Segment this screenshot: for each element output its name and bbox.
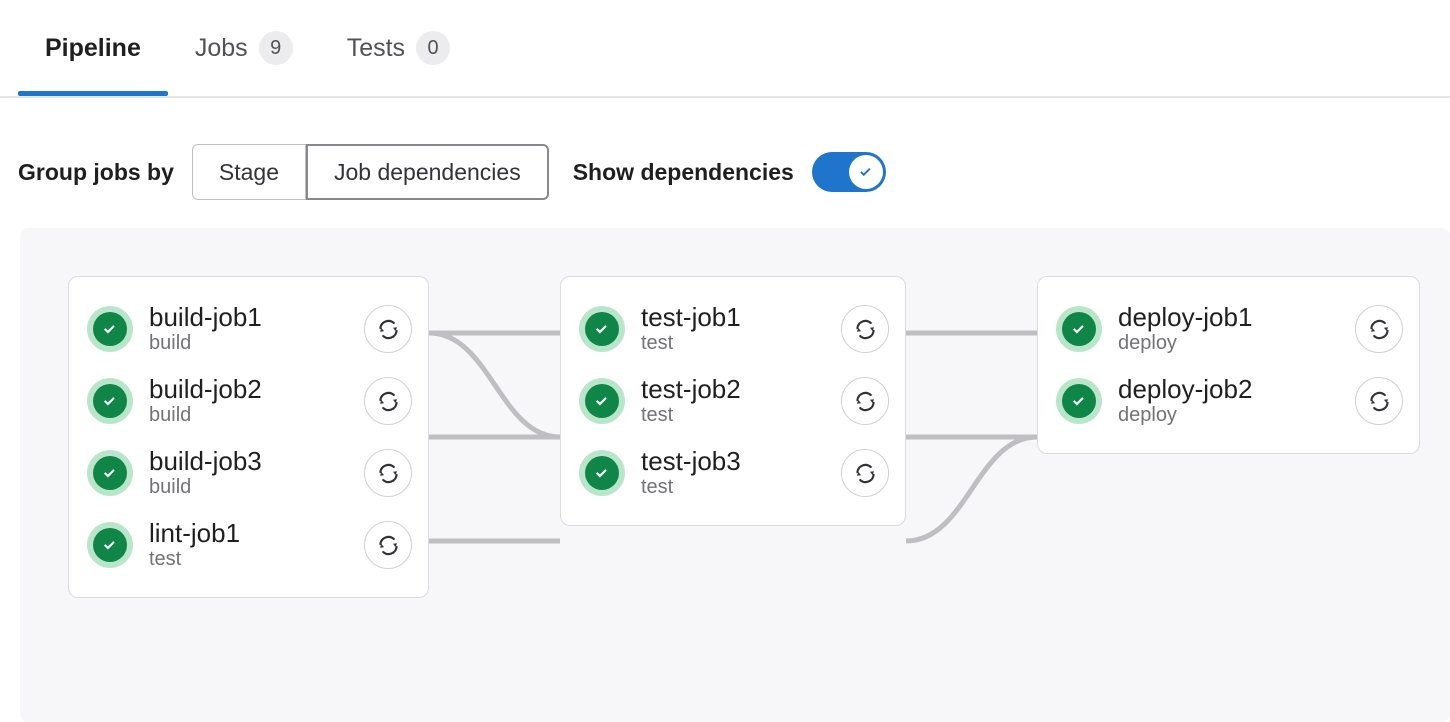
retry-icon-glyph [378,391,398,411]
job-text: test-job3 test [641,447,825,499]
job-text: deploy-job1 deploy [1118,303,1339,355]
check-icon [860,168,871,177]
job-name: lint-job1 [149,518,241,549]
toggle-knob [848,155,883,189]
group-by-job-dependencies-button[interactable]: Job dependencies [306,144,549,200]
job-name: build-job3 [149,446,262,477]
job-name: test-job3 [641,446,741,477]
retry-icon[interactable] [364,377,412,425]
column-build: build-job1 build [68,276,429,598]
job-text: lint-job1 test [149,519,348,571]
job-item[interactable]: lint-job1 test [69,509,428,581]
retry-icon-glyph [1369,391,1389,411]
job-group-card: build-job1 build [68,276,429,598]
job-name: test-job1 [641,302,741,333]
job-item[interactable]: deploy-job2 deploy [1038,365,1419,437]
group-jobs-by-label: Group jobs by [18,158,174,185]
job-item[interactable]: test-job2 test [561,365,905,437]
job-item[interactable]: build-job3 build [69,437,428,509]
tab-list: Pipeline Jobs 9 Tests 0 [18,0,477,96]
show-dependencies-group: Show dependencies [573,152,886,192]
retry-icon[interactable] [841,449,889,497]
status-success-icon [579,378,625,424]
tab-tests[interactable]: Tests 0 [320,0,477,96]
job-text: build-job1 build [149,303,348,355]
retry-icon-glyph [855,391,875,411]
job-text: test-job2 test [641,375,825,427]
edge-build-job1-to-test-job2 [428,330,561,440]
column-deploy: deploy-job1 deploy [1037,276,1420,454]
job-item[interactable]: test-job3 test [561,437,905,509]
job-stage: build [149,404,192,427]
status-success-icon [87,306,133,352]
tab-pipeline[interactable]: Pipeline [18,0,168,96]
job-group-card: test-job1 test [560,276,906,526]
job-item[interactable]: deploy-job1 deploy [1038,293,1419,365]
retry-icon-glyph [855,463,875,483]
job-name: build-job1 [149,302,262,333]
group-by-stage-button[interactable]: Stage [191,144,306,200]
show-dependencies-label: Show dependencies [572,158,794,185]
retry-icon[interactable] [841,305,889,353]
column-test: test-job1 test [560,276,906,526]
status-success-icon [1056,306,1102,352]
retry-icon[interactable] [364,305,412,353]
retry-icon-glyph [378,535,398,555]
retry-icon-glyph [1369,319,1389,339]
job-name: deploy-job2 [1118,374,1253,405]
retry-icon-glyph [378,463,398,483]
job-name: build-job2 [149,374,262,405]
status-success-icon [87,522,133,568]
retry-icon-glyph [855,319,875,339]
tab-label: Jobs [194,33,248,62]
job-stage: test [149,548,182,571]
retry-icon[interactable] [364,521,412,569]
job-stage: build [149,332,192,355]
job-stage: build [149,476,192,499]
status-success-icon [87,450,133,496]
retry-icon-glyph [378,319,398,339]
job-text: build-job3 build [149,447,348,499]
job-stage: deploy [1118,332,1177,355]
tab-badge-count: 0 [416,31,451,65]
retry-icon[interactable] [364,449,412,497]
status-success-icon [1056,378,1102,424]
retry-icon[interactable] [841,377,889,425]
job-stage: deploy [1118,404,1177,427]
tab-bar: Pipeline Jobs 9 Tests 0 [0,0,1450,98]
retry-icon[interactable] [1355,377,1403,425]
group-jobs-by-segmented-control: Stage Job dependencies [191,144,549,200]
job-group-card: deploy-job1 deploy [1037,276,1420,454]
job-stage: test [641,332,674,355]
tab-label: Tests [346,33,406,62]
status-success-icon [579,450,625,496]
job-item[interactable]: build-job1 build [69,293,428,365]
job-name: deploy-job1 [1118,302,1253,333]
tab-jobs[interactable]: Jobs 9 [168,0,320,96]
job-text: deploy-job2 deploy [1118,375,1339,427]
job-item[interactable]: test-job1 test [561,293,905,365]
job-text: test-job1 test [641,303,825,355]
job-text: build-job2 build [149,375,348,427]
edge-test-job3-to-deploy-job2 [905,434,1038,544]
show-dependencies-toggle[interactable] [811,152,886,192]
graph-controls: Group jobs by Stage Job dependencies Sho… [0,140,1450,204]
tab-label: Pipeline [45,33,141,62]
job-name: test-job2 [641,374,741,405]
status-success-icon [579,306,625,352]
job-stage: test [641,476,674,499]
retry-icon[interactable] [1355,305,1403,353]
status-success-icon [87,378,133,424]
job-item[interactable]: build-job2 build [69,365,428,437]
pipeline-graph: build-job1 build [20,228,1450,722]
tab-badge-count: 9 [258,31,293,65]
job-stage: test [641,404,674,427]
